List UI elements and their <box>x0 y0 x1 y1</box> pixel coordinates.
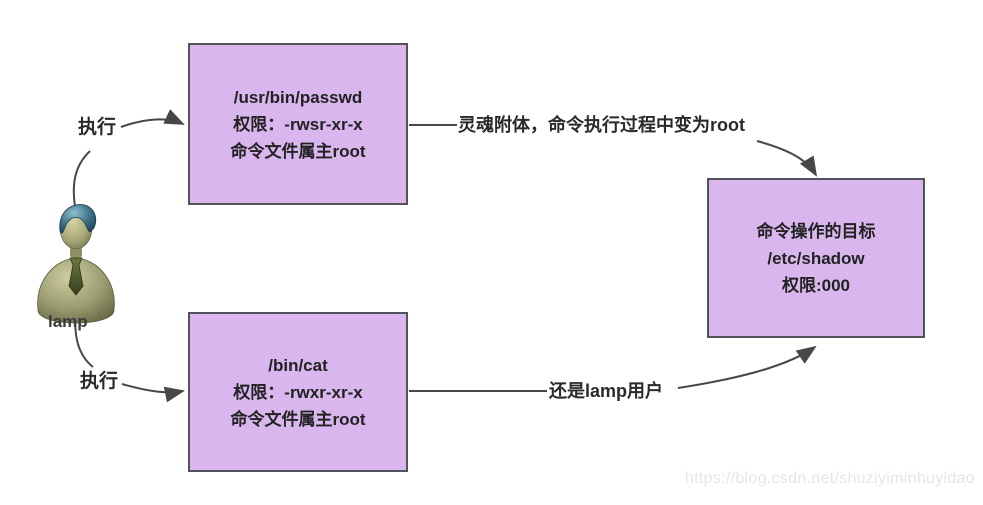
node-shadow: 命令操作的目标 /etc/shadow 权限:000 <box>707 178 925 338</box>
edge-cat-shadow-arrow <box>677 345 817 389</box>
node-shadow-path: /etc/shadow <box>767 248 865 268</box>
node-cat-path: /bin/cat <box>268 355 328 375</box>
node-passwd-perms: 权限：-rwsr-xr-x <box>233 114 363 134</box>
edge-lamp-passwd-arrow <box>120 109 185 128</box>
node-shadow-title: 命令操作的目标 <box>756 221 876 241</box>
edge-label-still-lamp: 还是lamp用户 <box>549 381 664 401</box>
node-cat: /bin/cat 权限：-rwxr-xr-x 命令文件属主root <box>188 312 408 472</box>
edge-label-exec-passwd: 执行 <box>78 117 117 138</box>
edge-passwd-shadow-arrow <box>756 140 818 177</box>
watermark-url: https://blog.csdn.net/shuziyiminhuyidao <box>684 470 975 487</box>
edge-label-exec-cat: 执行 <box>80 371 119 392</box>
edge-lamp-cat-arrow <box>121 383 185 403</box>
node-passwd: /usr/bin/passwd 权限：-rwsr-xr-x 命令文件属主root <box>188 43 408 205</box>
user-avatar-icon <box>37 204 115 324</box>
node-passwd-owner: 命令文件属主root <box>230 141 366 161</box>
actor-label: lamp <box>48 312 88 331</box>
edge-label-suid-root: 灵魂附体，命令执行过程中变为root <box>458 115 745 135</box>
node-cat-perms: 权限：-rwxr-xr-x <box>233 382 363 402</box>
node-passwd-path: /usr/bin/passwd <box>233 87 363 107</box>
node-shadow-perms: 权限:000 <box>781 275 851 295</box>
node-cat-owner: 命令文件属主root <box>230 409 366 429</box>
